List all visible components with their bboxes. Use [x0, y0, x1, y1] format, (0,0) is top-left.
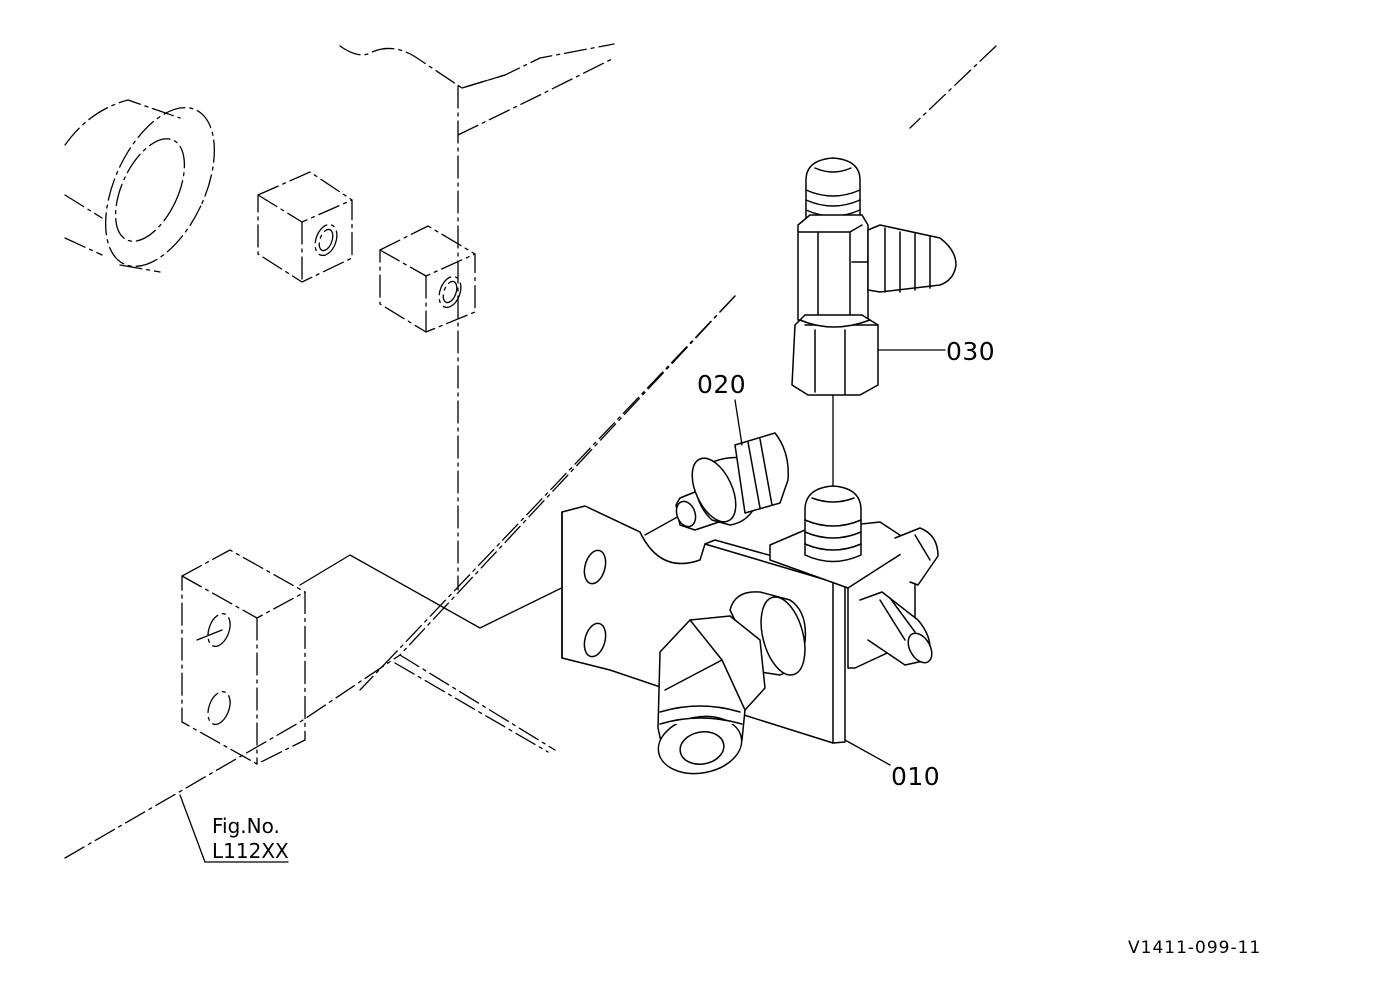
leader-lines — [734, 349, 946, 766]
tee-fitting — [791, 157, 957, 396]
plug-fitting — [675, 432, 789, 531]
elbow-fitting — [657, 591, 807, 775]
block-small-2 — [379, 225, 476, 333]
figure-reference-number: L112XX — [212, 839, 289, 863]
block-small-1 — [257, 171, 353, 283]
manifold-block — [769, 485, 939, 669]
figure-reference-title: Fig.No. — [212, 814, 280, 838]
phantom-lines — [64, 43, 997, 859]
part-label-030: 030 — [946, 337, 996, 366]
block-mount — [181, 549, 306, 765]
part-label-020: 020 — [697, 370, 747, 399]
part-label-010: 010 — [891, 762, 941, 791]
ring-fitting — [64, 99, 215, 273]
drawing-code: V1411-099-11 — [1128, 938, 1262, 958]
